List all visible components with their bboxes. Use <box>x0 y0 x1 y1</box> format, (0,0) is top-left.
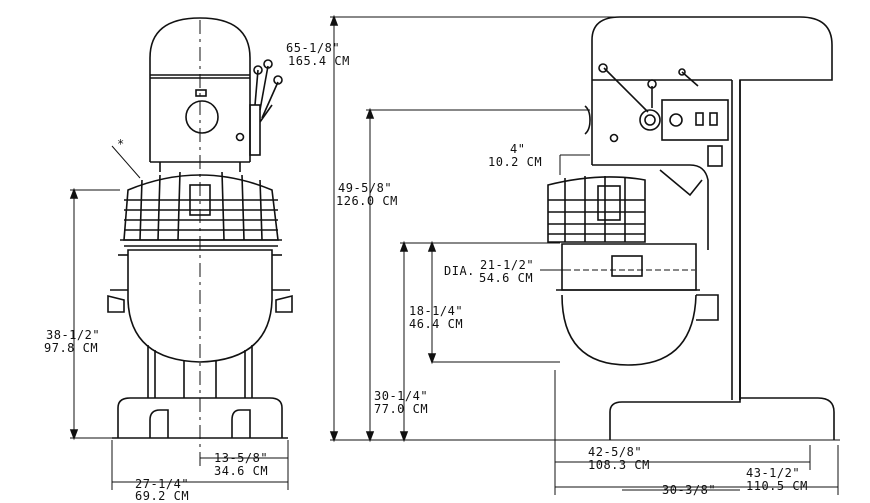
dim-depth-total-in: 43-1/2" <box>746 466 801 480</box>
dim-bowl-depth-in: 18-1/4" <box>409 304 464 318</box>
dim-depth-mid-cm: 108.3 CM <box>588 458 650 472</box>
dim-base-depth-in: 30-3/8" <box>662 483 717 497</box>
dim-bowl-depth-cm: 46.4 CM <box>409 317 464 331</box>
dim-depth-total-cm: 110.5 CM <box>746 479 808 493</box>
dim-front-height-cm: 97.8 CM <box>44 341 99 355</box>
dim-bowl-height-cm: 126.0 CM <box>336 194 398 208</box>
dim-half-width-in: 13-5/8" <box>214 451 269 465</box>
dim-base-height-in: 30-1/4" <box>374 389 429 403</box>
side-view <box>329 14 840 495</box>
dim-guard-offset-in: 4" <box>510 142 526 156</box>
dim-bowl-dia-cm: 54.6 CM <box>479 271 534 285</box>
dim-depth-mid-in: 42-5/8" <box>588 445 643 459</box>
dim-bowl-dia-in: 21-1/2" <box>480 258 535 272</box>
dim-front-width-cm: 69.2 CM <box>135 489 190 503</box>
dim-front-height-in: 38-1/2" <box>46 328 101 342</box>
dim-guard-offset-cm: 10.2 CM <box>488 155 543 169</box>
dim-bowl-dia-prefix: DIA. <box>444 264 475 278</box>
dim-base-height-cm: 77.0 CM <box>374 402 429 416</box>
dim-bowl-height-in: 49-5/8" <box>338 181 393 195</box>
asterisk-note: * <box>117 137 125 151</box>
dim-total-height-in: 65-1/8" <box>286 41 341 55</box>
dim-half-width-cm: 34.6 CM <box>214 464 269 478</box>
dim-front-width-in: 27-1/4" <box>135 477 190 491</box>
dim-total-height-cm: 165.4 CM <box>288 54 350 68</box>
front-view <box>69 17 293 490</box>
